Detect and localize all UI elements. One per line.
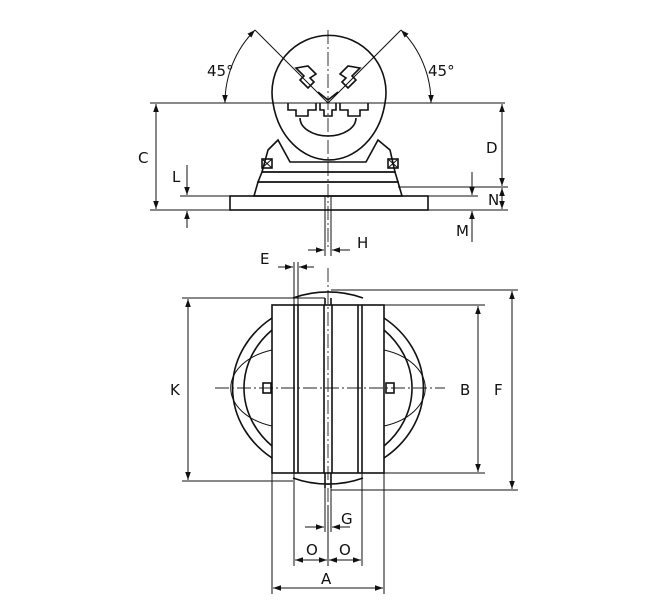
t-slot-left <box>287 103 317 117</box>
tilted-slot-right <box>338 65 362 90</box>
dim-o-label-left: O <box>306 541 318 559</box>
angle-label-right: 45° <box>428 62 455 80</box>
dim-g-label: G <box>341 510 353 528</box>
cradle-support <box>260 138 397 173</box>
dim-n-label: N <box>488 191 499 209</box>
angle-ray-right <box>327 29 402 104</box>
t-slot-right <box>339 103 369 117</box>
dim-c-label: C <box>138 149 148 167</box>
plan-lock-knob-right <box>385 382 395 394</box>
flange-key-slot <box>324 195 332 211</box>
dim-f-label: F <box>494 381 503 399</box>
angle-ray-left <box>254 29 329 104</box>
dim-k-label: K <box>170 381 181 399</box>
cradle-arc-right <box>383 349 426 427</box>
dim-l-label: L <box>172 168 181 186</box>
dim-m-label: M <box>456 222 469 240</box>
key-notch-top <box>324 298 332 305</box>
left-lock-knob <box>261 158 273 169</box>
dim-d-label: D <box>486 139 498 157</box>
dim-h-label: H <box>357 234 368 252</box>
cradle-arc-left <box>230 349 273 427</box>
dim-o-label-right: O <box>339 541 351 559</box>
center-v-groove <box>317 91 339 102</box>
inner-arc <box>299 117 357 137</box>
tilted-slot-left <box>294 65 318 90</box>
right-lock-knob-cross-b <box>387 158 399 169</box>
table-circle-lower <box>272 102 386 161</box>
dim-a-label: A <box>321 570 332 588</box>
plan-view: K B F E G O O A <box>170 250 518 594</box>
key-notch-bottom <box>324 473 332 488</box>
angle-arc-right <box>400 29 434 104</box>
table-circle <box>271 34 387 104</box>
base-circle-inner-right <box>383 329 413 447</box>
flange-arc-top <box>292 291 364 299</box>
plan-lock-knob-left <box>262 382 272 394</box>
dim-e-label: E <box>260 250 269 268</box>
right-lock-knob <box>387 158 399 169</box>
angle-label-left: 45° <box>207 62 234 80</box>
flange-arc-bottom <box>292 477 364 485</box>
base-circle-left <box>231 317 273 459</box>
t-slot-center <box>319 103 337 117</box>
table-rectangle <box>271 304 385 474</box>
dim-b-label: B <box>460 381 470 399</box>
front-view: 45° 45° C L D N M H <box>138 29 508 256</box>
left-lock-knob-cross-b <box>261 158 273 169</box>
base-flange <box>229 195 429 211</box>
angle-arc-left <box>222 29 256 104</box>
base-circle-right <box>383 317 425 459</box>
base-circle-inner-left <box>243 329 273 447</box>
